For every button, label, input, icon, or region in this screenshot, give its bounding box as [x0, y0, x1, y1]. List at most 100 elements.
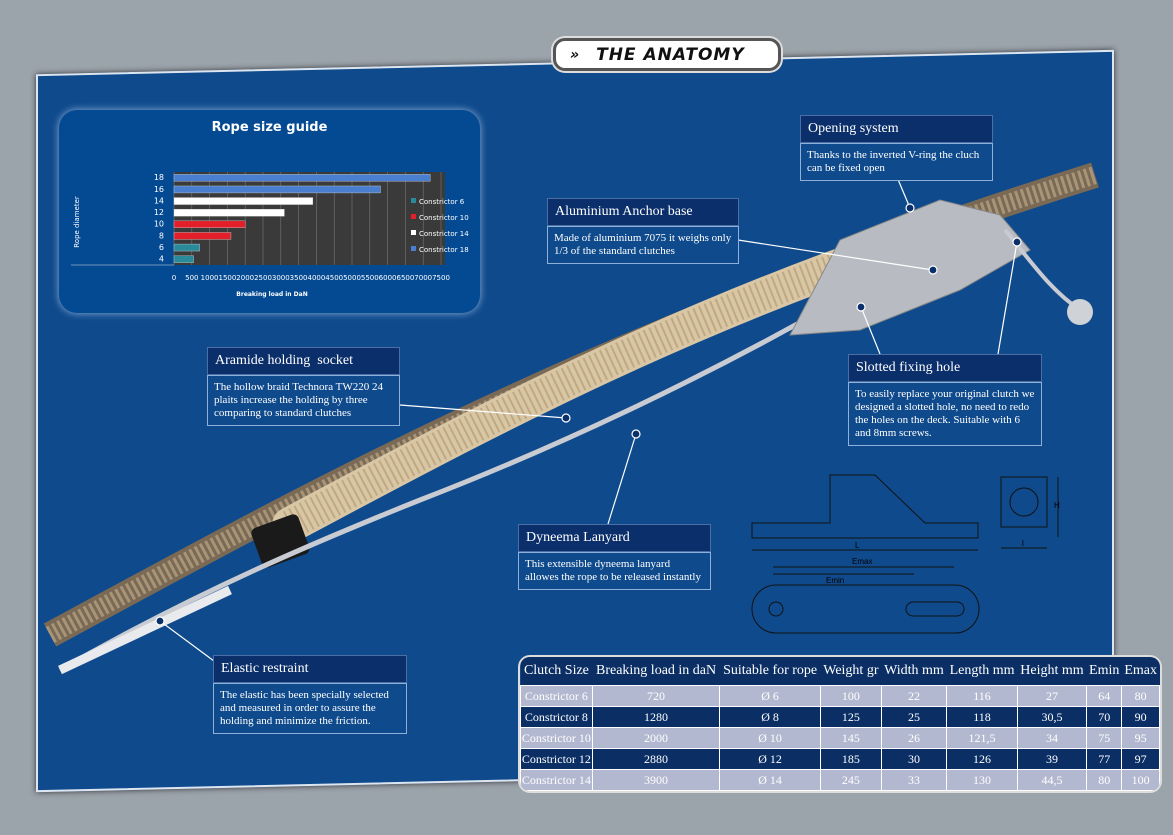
table-cell: Ø 8 [719, 706, 821, 728]
table-cell: 97 [1121, 748, 1160, 770]
x-tick-label: 2500 [254, 274, 272, 282]
bar [173, 220, 246, 228]
x-tick-label: 500 [185, 274, 198, 282]
bar [173, 232, 232, 240]
callout-text: This extensible dyneema lanyard allowes … [518, 552, 711, 590]
y-tick-label: 10 [154, 220, 164, 229]
column-header: Height mm [1017, 657, 1087, 686]
column-header: Emax [1121, 657, 1160, 686]
table-cell: 121,5 [946, 727, 1018, 749]
table-cell: Ø 14 [719, 769, 821, 791]
table-cell: 2000 [591, 727, 721, 749]
x-tick-label: 1500 [218, 274, 236, 282]
table-cell: 100 [1121, 769, 1160, 791]
callout-text: Thanks to the inverted V-ring the cluch … [800, 143, 993, 181]
column-header: Length mm [946, 657, 1018, 686]
x-tick-label: 4500 [325, 274, 343, 282]
table-cell: 125 [819, 706, 882, 728]
x-tick-label: 7000 [414, 274, 432, 282]
callout-text: The hollow braid Technora TW220 24 plait… [207, 375, 400, 426]
table-cell: Constrictor 10 [520, 727, 593, 749]
callout-text: Made of aluminium 7075 it weighs only 1/… [547, 226, 739, 264]
table-cell: 100 [819, 685, 882, 707]
table-cell: 80 [1121, 685, 1160, 707]
legend-label: Constrictor 6 [419, 198, 465, 206]
legend-swatch [411, 214, 416, 219]
callout-title: Slotted fixing hole [848, 354, 1042, 382]
callout-title: Aramide holding socket [207, 347, 400, 375]
table-cell: 30,5 [1016, 706, 1088, 728]
table-cell: 34 [1016, 727, 1088, 749]
bar [173, 197, 314, 205]
legend-swatch [411, 198, 416, 203]
y-tick-label: 12 [154, 208, 164, 217]
table-cell: 2880 [591, 748, 721, 770]
table-cell: 118 [946, 706, 1018, 728]
y-tick-label: 18 [154, 173, 164, 182]
column-header: Weight gr [820, 657, 882, 686]
table-cell: Constrictor 14 [520, 769, 593, 791]
callout-title: Opening system [800, 115, 993, 143]
table-cell: 77 [1086, 748, 1123, 770]
table-cell: 22 [880, 685, 948, 707]
callout-dyneema-lanyard: Dyneema Lanyard This extensible dyneema … [518, 524, 711, 590]
x-tick-label: 2000 [236, 274, 254, 282]
y-axis-label: Rope diameter [73, 196, 81, 248]
table-cell: 130 [946, 769, 1018, 791]
x-axis-label: Breaking load in DaN [236, 291, 307, 298]
y-tick-label: 4 [159, 255, 164, 264]
table-cell: 64 [1086, 685, 1123, 707]
double-chevron-right-icon: » [570, 46, 581, 63]
callout-slotted-hole: Slotted fixing hole To easily replace yo… [848, 354, 1042, 446]
table-cell: 95 [1121, 727, 1160, 749]
table-cell: 26 [880, 727, 948, 749]
table-cell: 39 [1016, 748, 1088, 770]
x-tick-label: 1000 [201, 274, 219, 282]
x-tick-label: 5500 [361, 274, 379, 282]
legend-swatch [411, 246, 416, 251]
bar [173, 174, 431, 182]
y-tick-label: 6 [159, 243, 164, 252]
table-cell: 30 [880, 748, 948, 770]
table-cell: 720 [591, 685, 721, 707]
column-header: Width mm [881, 657, 947, 686]
bar [173, 185, 381, 194]
table-cell: 44,5 [1016, 769, 1088, 791]
table-cell: 25 [880, 706, 948, 728]
callout-elastic-restraint: Elastic restraint The elastic has been s… [213, 655, 407, 734]
table-cell: Ø 12 [719, 748, 821, 770]
x-tick-label: 6500 [396, 274, 414, 282]
table-cell: 33 [880, 769, 948, 791]
x-tick-label: 3000 [272, 274, 290, 282]
callout-title: Elastic restraint [213, 655, 407, 683]
x-tick-label: 7500 [432, 274, 450, 282]
legend-swatch [411, 230, 416, 235]
bar [173, 243, 200, 252]
table-cell: 116 [946, 685, 1018, 707]
x-tick-label: 4000 [307, 274, 325, 282]
bar [173, 208, 285, 217]
x-tick-label: 6000 [379, 274, 397, 282]
y-tick-label: 8 [159, 231, 164, 240]
legend-label: Constrictor 14 [419, 230, 469, 238]
callout-anchor-base: Aluminium Anchor base Made of aluminium … [547, 198, 739, 264]
table-cell: Ø 6 [719, 685, 821, 707]
table-cell: 70 [1086, 706, 1123, 728]
column-header: Breaking load in daN [592, 657, 720, 686]
callout-opening-system: Opening system Thanks to the inverted V-… [800, 115, 993, 181]
x-tick-label: 3500 [290, 274, 308, 282]
table-cell: 3900 [591, 769, 721, 791]
table-cell: 185 [819, 748, 882, 770]
table-cell: Ø 10 [719, 727, 821, 749]
table-cell: 90 [1121, 706, 1160, 728]
table-cell: 245 [819, 769, 882, 791]
column-header: Emin [1086, 657, 1122, 686]
